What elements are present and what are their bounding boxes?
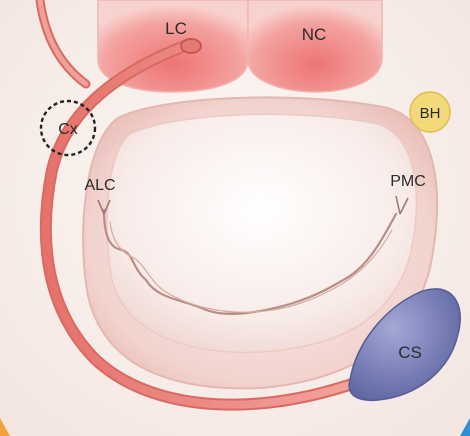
label-pmc: PMC	[390, 173, 426, 190]
label-nc: NC	[302, 25, 327, 44]
non-coronary-cusp	[248, 0, 382, 92]
label-cs: CS	[398, 343, 422, 362]
label-cx: Cx	[58, 121, 78, 138]
label-bh: BH	[420, 105, 441, 122]
label-alc: ALC	[84, 177, 115, 194]
mitral-orifice	[107, 114, 417, 352]
coronary-ostium	[181, 39, 201, 53]
label-lc: LC	[165, 19, 187, 38]
